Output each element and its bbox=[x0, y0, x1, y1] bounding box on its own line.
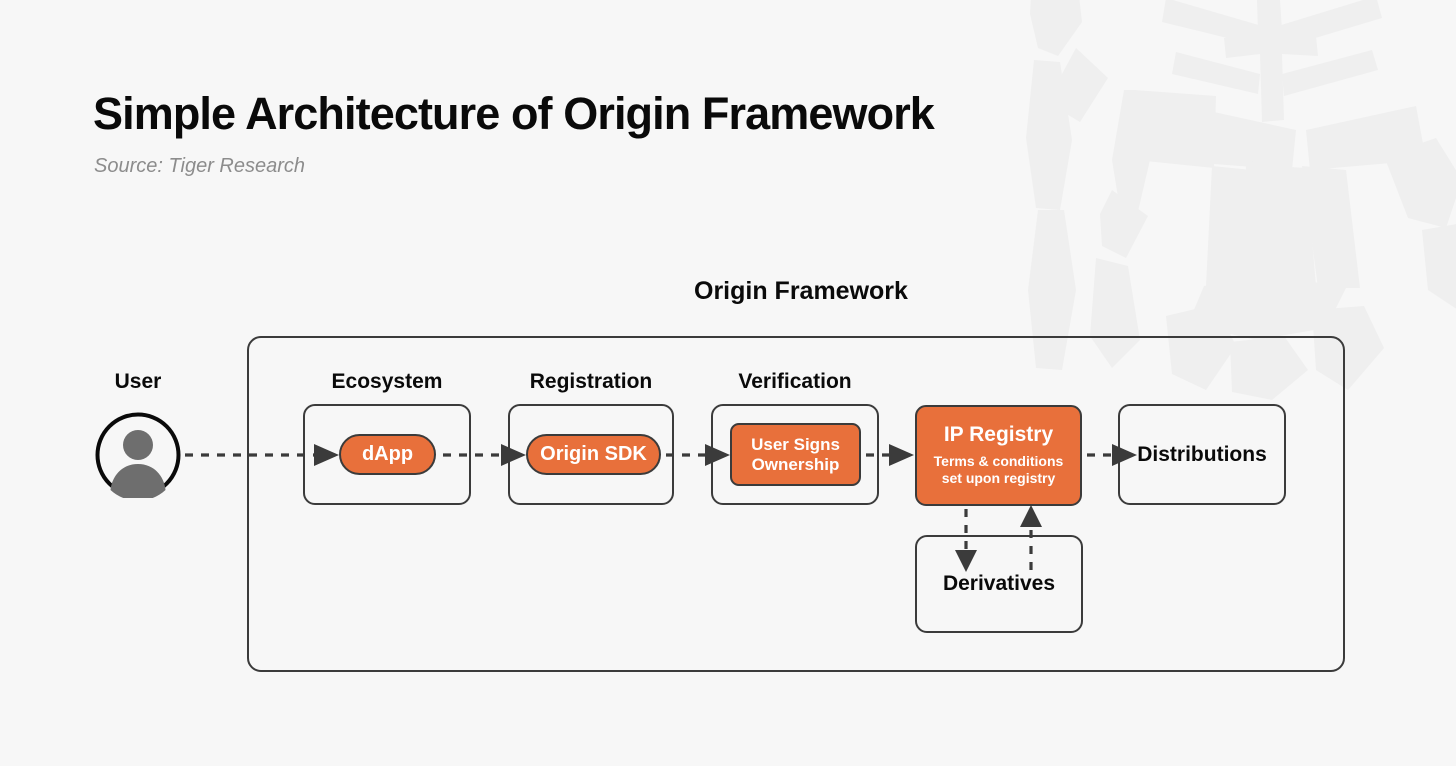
node-sub-ip-registry-line2: set upon registry bbox=[941, 470, 1056, 487]
node-user-signs-ownership[interactable]: User Signs Ownership bbox=[730, 423, 861, 486]
node-origin-sdk[interactable]: Origin SDK bbox=[526, 434, 661, 475]
group-label-registration: Registration bbox=[529, 370, 653, 393]
node-label-user-signs-ownership: User Signs Ownership bbox=[751, 435, 840, 474]
group-label-verification: Verification bbox=[738, 370, 852, 393]
page-title: Simple Architecture of Origin Framework bbox=[93, 88, 935, 139]
group-label-ecosystem: Ecosystem bbox=[331, 370, 443, 393]
framework-title: Origin Framework bbox=[694, 277, 908, 305]
node-label-ip-registry: IP Registry bbox=[943, 423, 1054, 447]
node-label-distributions: Distributions bbox=[1137, 442, 1267, 466]
node-sub-ip-registry-line1: Terms & conditions bbox=[933, 452, 1064, 469]
page-source: Source: Tiger Research bbox=[94, 155, 306, 177]
node-derivatives[interactable]: Derivatives bbox=[915, 535, 1083, 633]
node-dapp[interactable]: dApp bbox=[339, 434, 436, 475]
node-label-dapp: dApp bbox=[361, 443, 414, 466]
user-avatar-icon bbox=[95, 412, 181, 498]
actor-label-user: User bbox=[114, 370, 162, 393]
node-ip-registry[interactable]: IP Registry Terms & conditions set upon … bbox=[915, 405, 1082, 506]
node-label-derivatives: Derivatives bbox=[942, 572, 1056, 595]
framework-container bbox=[247, 336, 1345, 672]
node-distributions[interactable]: Distributions bbox=[1118, 404, 1286, 505]
node-label-origin-sdk: Origin SDK bbox=[540, 443, 647, 466]
